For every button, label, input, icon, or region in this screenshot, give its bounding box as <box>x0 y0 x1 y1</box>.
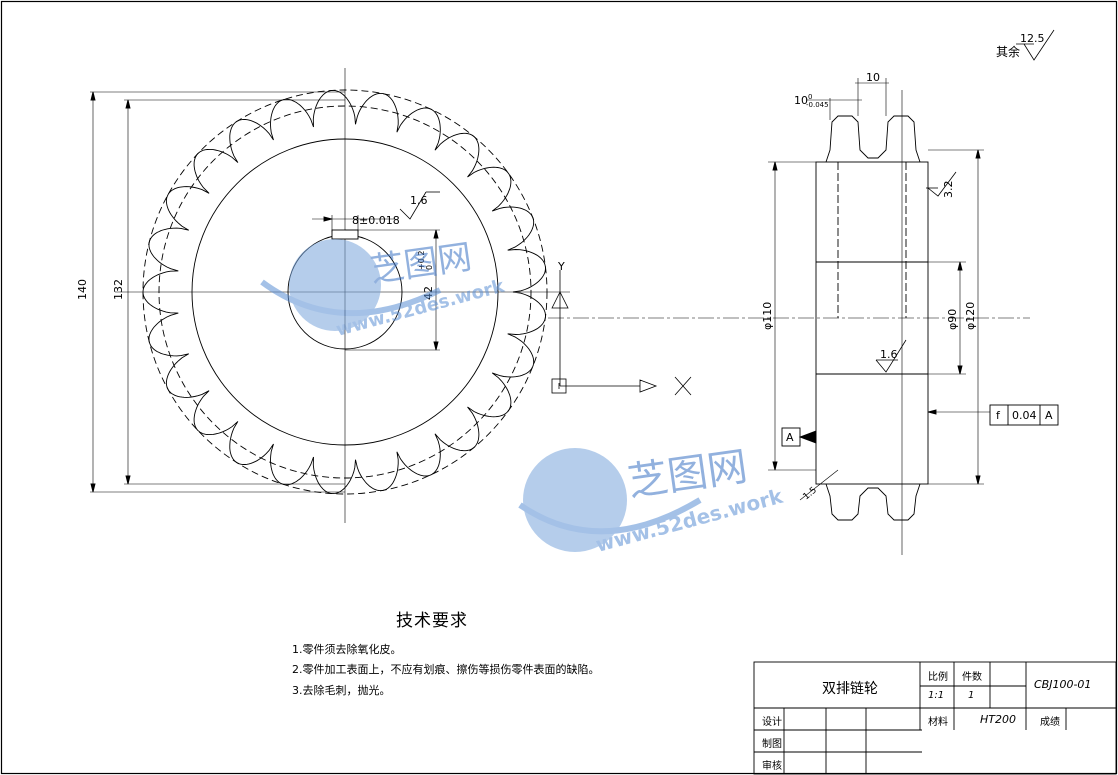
tol-value: 0.04 <box>1012 409 1037 422</box>
tooth-profile <box>142 89 546 495</box>
pitch-circle-dashed <box>158 105 532 479</box>
title-block <box>753 661 1117 775</box>
dim-width-tol-upper: 0 <box>808 93 812 101</box>
requirement-item-1: 1.零件须去除氧化皮。 <box>292 643 402 656</box>
dim-phi-90: φ90 <box>946 309 959 330</box>
material-label: 材料 <box>928 717 948 728</box>
tol-symbol: f <box>996 409 1001 422</box>
dim-140: 140 <box>76 279 89 300</box>
front-view <box>90 68 570 523</box>
qty-label: 件数 <box>962 672 982 683</box>
roughness-other-value: 12.5 <box>1020 32 1045 45</box>
design-label: 设计 <box>762 717 782 728</box>
requirement-item-3: 3.去除毛刺，抛光。 <box>292 684 391 697</box>
dim-chamfer: 1.5 <box>802 485 819 502</box>
roughness-other-mark <box>1016 29 1055 61</box>
tol-datum: A <box>1045 409 1053 422</box>
rough-3-2: 3.2 <box>942 181 955 199</box>
scale-label: 比例 <box>928 672 948 683</box>
grade-label: 成绩 <box>1040 717 1060 728</box>
requirements-title: 技术要求 <box>396 611 468 631</box>
review-label: 审核 <box>762 761 782 772</box>
dim-width-10: 10 <box>866 71 880 84</box>
requirement-item-2: 2.零件加工表面上，不应有划痕、擦伤等损伤零件表面的缺陷。 <box>292 663 600 676</box>
section-view <box>548 78 1059 555</box>
material-value: HT200 <box>980 713 1016 726</box>
hub-circle <box>191 138 499 446</box>
dim-phi-120: φ120 <box>964 302 977 330</box>
watermark-bottom: 芝图网 www.52des.work <box>518 444 786 557</box>
rough-key: 1.6 <box>410 194 428 207</box>
ucs-icon <box>551 270 692 396</box>
ucs-y-label: Y <box>557 260 565 273</box>
scale-value: 1:1 <box>928 690 945 701</box>
tip-circle-dashed <box>142 89 548 495</box>
qty-value: 1 <box>968 690 975 701</box>
drawing-number: CBJ100-01 <box>1034 678 1092 691</box>
rough-bore: 1.6 <box>880 348 898 361</box>
part-name: 双排链轮 <box>822 681 878 697</box>
roughness-other-label: 其余 <box>996 44 1020 59</box>
dim-bore-tol-upper: +0.2 <box>417 251 426 270</box>
watermark-brand-1: 芝图网 <box>368 237 475 291</box>
keyway <box>331 229 359 240</box>
draw-label: 制图 <box>762 739 782 750</box>
dim-width-tol: 10 <box>794 94 808 107</box>
dim-phi-110: φ110 <box>761 302 774 330</box>
dim-width-tol-lower: -0.045 <box>806 101 829 109</box>
dim-key-width: 8±0.018 <box>352 214 400 227</box>
dim-132: 132 <box>112 279 125 300</box>
datum-a-label: A <box>786 431 794 444</box>
dim-bore-tol-lower: 0 <box>425 265 434 270</box>
